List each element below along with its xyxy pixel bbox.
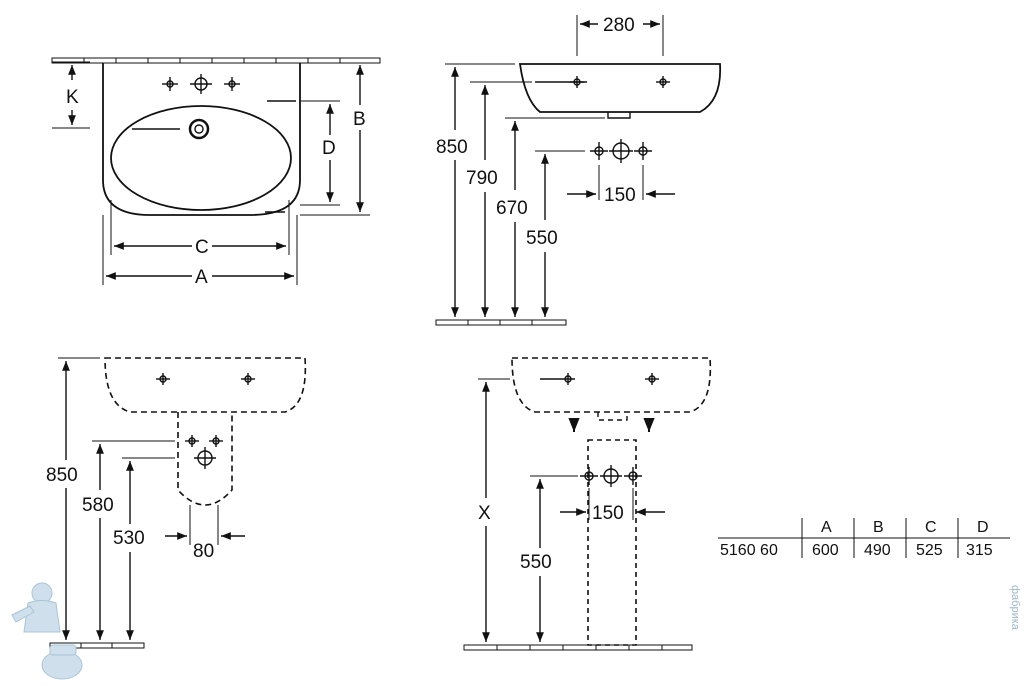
dim-x: X xyxy=(478,503,491,524)
table-row-code: 5160 60 xyxy=(720,542,778,559)
dim-80: 80 xyxy=(193,541,214,562)
basin-dashed xyxy=(104,357,307,413)
dim-530: 530 xyxy=(113,528,145,549)
top-view xyxy=(51,57,381,285)
table-cell-d: 315 xyxy=(966,542,993,559)
tap-holes xyxy=(162,74,240,94)
wall-hatch xyxy=(51,57,381,64)
label-a: A xyxy=(195,267,208,288)
table-header-c: C xyxy=(925,519,937,536)
semi-valve-connections xyxy=(185,435,223,469)
plumber-mascot-logo xyxy=(11,582,83,680)
table-cell-b: 490 xyxy=(864,542,891,559)
label-b: B xyxy=(353,109,366,130)
floor-hatch-2 xyxy=(49,642,145,649)
basin-bowl xyxy=(110,105,292,211)
pedestal-valve-connections xyxy=(580,465,642,487)
dim-550-side: 550 xyxy=(526,228,558,249)
basin-profile xyxy=(518,63,722,113)
dim-550-pedestal: 550 xyxy=(520,552,552,573)
table-cell-a: 600 xyxy=(812,542,839,559)
dim-580: 580 xyxy=(82,495,114,516)
floor-hatch-3 xyxy=(463,644,693,651)
floor-hatch xyxy=(435,319,567,326)
dim-670: 670 xyxy=(496,198,528,219)
table-cell-c: 525 xyxy=(916,542,943,559)
dim-150-side: 150 xyxy=(604,185,636,206)
drain-hole xyxy=(188,118,210,140)
label-c: C xyxy=(195,237,209,258)
dim-280: 280 xyxy=(603,15,635,36)
basin-dashed-2 xyxy=(511,357,712,413)
dim-850-semi: 850 xyxy=(46,465,78,486)
table-header-b: B xyxy=(873,519,884,536)
valve-connections xyxy=(590,139,652,163)
basin-outline xyxy=(102,63,301,216)
label-d: D xyxy=(322,138,336,159)
table-header-a: A xyxy=(821,519,832,536)
side-view xyxy=(435,15,722,326)
label-k: K xyxy=(66,87,79,108)
semi-pedestal-view xyxy=(49,357,307,649)
dim-150-pedestal: 150 xyxy=(592,503,624,524)
table-header-d: D xyxy=(977,519,989,536)
dim-850-side: 850 xyxy=(436,137,468,158)
pedestal-view xyxy=(463,357,712,651)
pedestal-dashed xyxy=(587,439,637,646)
watermark-text: фабрика xyxy=(1009,585,1021,631)
dim-790: 790 xyxy=(466,168,498,189)
dimension-table xyxy=(718,518,1010,558)
